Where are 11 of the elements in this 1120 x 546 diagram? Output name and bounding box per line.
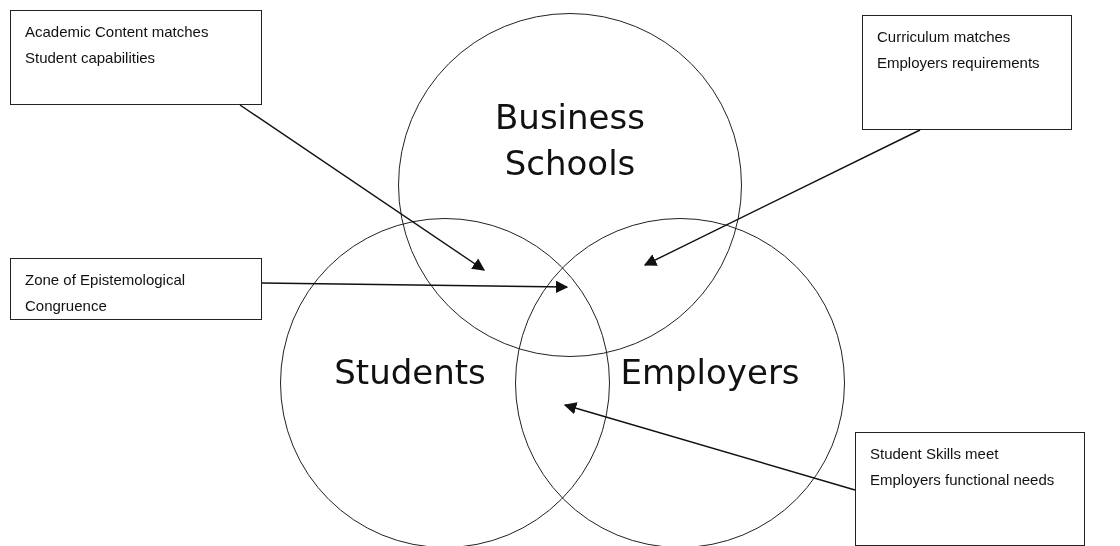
leader-arrow <box>261 280 569 294</box>
circle-label: Business Schools <box>494 96 646 185</box>
callout-box: Zone of Epistemological Congruence <box>10 258 262 320</box>
circle-label: Students <box>333 351 487 394</box>
callout-box: Academic Content matches Student capabilities <box>10 10 262 105</box>
leader-arrow <box>643 129 921 266</box>
circle-label: Employers <box>619 351 801 394</box>
callout-box: Student Skills meet Employers functional needs <box>855 432 1085 546</box>
leader-arrow <box>563 402 856 491</box>
leader-arrow <box>239 104 486 271</box>
callout-box: Curriculum matches Employers requirements <box>862 15 1072 130</box>
